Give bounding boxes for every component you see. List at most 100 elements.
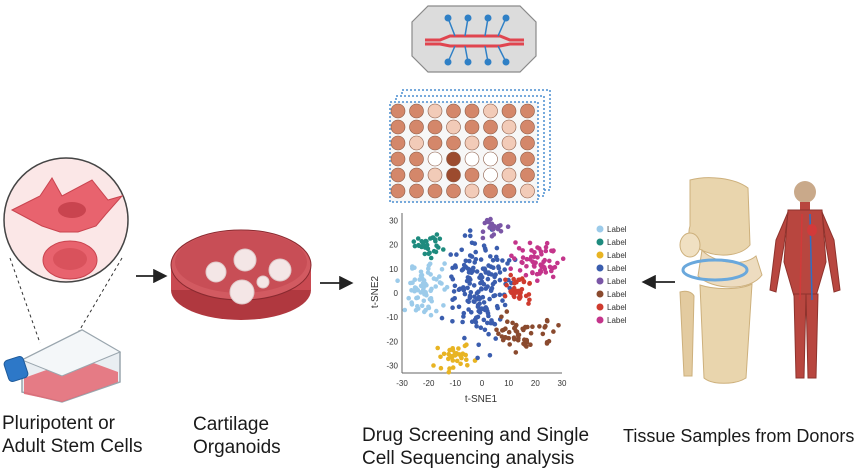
tsne-point <box>460 319 465 325</box>
tsne-point <box>508 272 513 278</box>
tsne-xtick-label: 30 <box>558 379 567 388</box>
tsne-point <box>461 262 467 268</box>
tsne-ytick-label: 30 <box>389 216 398 225</box>
well <box>409 151 424 167</box>
tsne-point <box>450 305 455 311</box>
tsne-point <box>468 290 474 295</box>
legend-swatch <box>596 290 604 298</box>
tsne-point <box>538 262 543 268</box>
tsne-point <box>481 317 487 323</box>
well <box>501 135 517 151</box>
tsne-point <box>450 319 455 324</box>
tsne-xtick-label: 20 <box>531 379 540 388</box>
tsne-point <box>462 335 467 341</box>
tsne-point <box>416 306 421 311</box>
legend-swatch <box>596 225 604 233</box>
tsne-point <box>497 277 503 283</box>
well <box>390 183 406 199</box>
tsne-point <box>516 277 521 283</box>
tsne-point <box>513 350 519 355</box>
tsne-point <box>414 295 419 301</box>
tsne-point <box>448 354 453 359</box>
tsne-point <box>491 293 496 299</box>
tsne-point <box>448 252 454 257</box>
tsne-point <box>521 279 527 285</box>
tsne-point <box>447 347 452 353</box>
well <box>520 167 535 183</box>
tsne-point <box>467 228 473 233</box>
well <box>520 135 535 151</box>
tsne-point <box>485 320 490 326</box>
tsne-point <box>437 236 443 242</box>
tsne-point <box>438 365 444 371</box>
tsne-point <box>492 274 497 280</box>
tsne-point <box>472 260 478 265</box>
tsne-point <box>477 275 483 281</box>
tsne-point <box>411 239 417 244</box>
well <box>501 151 517 167</box>
tsne-point <box>505 319 510 325</box>
tsne-point <box>540 331 546 337</box>
tsne-point <box>486 270 491 275</box>
legend-swatch <box>596 277 604 285</box>
tsne-point <box>560 256 566 262</box>
legend-label: Label <box>607 303 627 312</box>
tsne-point <box>415 236 421 241</box>
well <box>409 183 424 199</box>
tsne-point <box>546 338 552 344</box>
tsne-point <box>459 355 464 361</box>
tsne-xtick-label: -10 <box>450 379 462 388</box>
tsne-point <box>511 335 517 341</box>
tsne-point <box>519 287 525 292</box>
tsne-point <box>524 264 529 269</box>
tsne-point <box>480 235 486 241</box>
tsne-point <box>435 345 441 351</box>
tsne-point <box>524 338 529 343</box>
tsne-point <box>527 240 533 246</box>
tsne-point <box>428 272 433 277</box>
tsne-point <box>537 324 542 329</box>
tsne-point <box>420 241 426 246</box>
well <box>446 167 461 183</box>
tsne-point <box>496 331 501 337</box>
tsne-point <box>530 324 535 330</box>
legend-swatch <box>596 303 604 311</box>
tsne-point <box>499 314 504 320</box>
tsne-point <box>503 277 508 283</box>
tsne-point <box>481 300 487 305</box>
well <box>520 151 535 167</box>
tsne-point <box>450 276 456 282</box>
tsne-point <box>446 369 452 375</box>
tsne-point <box>523 272 529 278</box>
tsne-point <box>412 277 418 283</box>
legend-label: Label <box>607 290 627 299</box>
tsne-point <box>530 270 535 276</box>
tsne-point <box>494 327 499 333</box>
tsne-point <box>506 329 512 335</box>
tsne-point <box>471 265 476 271</box>
tsne-point <box>425 246 431 252</box>
tsne-point <box>469 319 475 325</box>
tsne-point <box>485 276 491 282</box>
tsne-point <box>485 284 490 289</box>
tsne-point <box>428 296 434 301</box>
tsne-point <box>541 265 547 270</box>
tsne-point <box>428 288 434 294</box>
tsne-point <box>498 229 504 234</box>
tsne-point <box>530 259 536 265</box>
tsne-point <box>526 301 531 306</box>
legend-label: Label <box>607 251 627 260</box>
tsne-point <box>434 232 440 237</box>
tsne-point <box>447 366 452 371</box>
tsne-point <box>500 258 505 263</box>
tsne-point <box>487 353 493 358</box>
tsne-point <box>486 313 491 319</box>
tsne-point <box>469 310 474 315</box>
tsne-point <box>535 245 540 250</box>
tsne-point <box>489 318 494 323</box>
tsne-point <box>516 295 522 301</box>
tsne-ylabel: t-SNE2 <box>370 275 381 308</box>
tsne-point <box>506 258 512 263</box>
well <box>464 183 480 199</box>
tsne-point <box>417 277 423 282</box>
